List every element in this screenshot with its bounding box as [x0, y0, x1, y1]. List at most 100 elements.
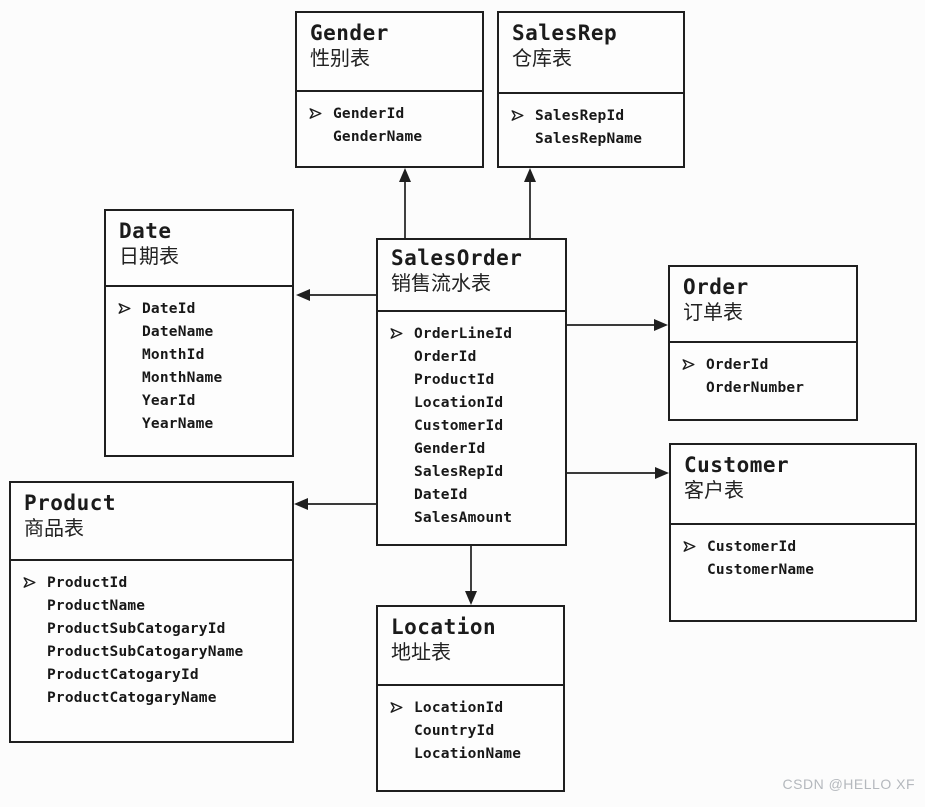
field-list: ProductId ProductName ProductSubCatogary…: [11, 561, 292, 709]
field-row: DateId: [118, 297, 286, 320]
table-title-cn: 销售流水表: [391, 273, 491, 295]
field-name: ProductCatogaryName: [47, 689, 217, 706]
table-title-cn: 商品表: [24, 518, 84, 540]
table-order-header: Order 订单表: [670, 267, 856, 343]
primary-key-icon: [390, 702, 414, 713]
table-salesrep-header: SalesRep 仓库表: [499, 13, 683, 94]
field-row: ProductId: [390, 368, 559, 391]
field-name: LocationId: [414, 394, 504, 411]
field-row: CustomerId: [390, 414, 559, 437]
field-list: GenderId GenderName: [297, 92, 482, 148]
field-row: CustomerId: [683, 535, 909, 558]
field-row: GenderName: [309, 125, 476, 148]
field-name: MonthName: [142, 369, 223, 386]
table-title: SalesOrder: [391, 246, 523, 270]
table-order: Order 订单表 OrderId OrderNumber: [668, 265, 858, 421]
table-title: Customer: [684, 453, 790, 477]
table-title-cn: 仓库表: [512, 48, 572, 70]
field-row: OrderLineId: [390, 322, 559, 345]
connector-salesorder-salesrep: [524, 168, 536, 238]
table-title: Product: [24, 491, 117, 515]
field-name: SalesRepId: [535, 107, 625, 124]
field-name: SalesRepName: [535, 130, 643, 147]
table-customer: Customer 客户表 CustomerId CustomerName: [669, 443, 917, 622]
field-name: GenderId: [333, 105, 405, 122]
field-row: OrderId: [390, 345, 559, 368]
table-title-cn: 性别表: [310, 48, 370, 70]
table-title-cn: 日期表: [119, 246, 179, 268]
table-salesrep: SalesRep 仓库表 SalesRepId SalesRepName: [497, 11, 685, 168]
connector-salesorder-order: [567, 319, 668, 331]
field-row: GenderId: [390, 437, 559, 460]
field-row: CustomerName: [683, 558, 909, 581]
primary-key-icon: [511, 110, 535, 121]
connector-salesorder-customer: [567, 467, 669, 479]
table-title: Date: [119, 219, 172, 243]
field-row: DateId: [390, 483, 559, 506]
field-name: ProductName: [47, 597, 146, 614]
connector-salesorder-product: [294, 498, 376, 510]
field-row: ProductCatogaryId: [23, 663, 286, 686]
field-row: SalesRepId: [511, 104, 677, 127]
field-name: SalesAmount: [414, 509, 513, 526]
primary-key-icon: [118, 303, 142, 314]
table-title: Order: [683, 275, 749, 299]
field-row: ProductSubCatogaryName: [23, 640, 286, 663]
table-date: Date 日期表 DateId DateName MonthId MonthNa…: [104, 209, 294, 457]
field-row: DateName: [118, 320, 286, 343]
field-row: MonthId: [118, 343, 286, 366]
field-name: ProductId: [47, 574, 128, 591]
field-name: LocationName: [414, 745, 522, 762]
field-list: LocationId CountryId LocationName: [378, 686, 563, 765]
field-row: ProductSubCatogaryId: [23, 617, 286, 640]
table-customer-header: Customer 客户表: [671, 445, 915, 525]
table-salesorder-header: SalesOrder 销售流水表: [378, 240, 565, 312]
table-title: Location: [391, 615, 497, 639]
field-row: OrderNumber: [682, 376, 850, 399]
table-title-cn: 地址表: [391, 642, 451, 664]
field-name: MonthId: [142, 346, 205, 363]
table-salesorder: SalesOrder 销售流水表 OrderLineId OrderId Pro…: [376, 238, 567, 546]
csdn-watermark: CSDN @HELLO XF: [782, 776, 915, 792]
connector-salesorder-date: [296, 289, 376, 301]
primary-key-icon: [390, 328, 414, 339]
connector-salesorder-location: [465, 546, 477, 605]
field-name: OrderNumber: [706, 379, 805, 396]
field-row: YearName: [118, 412, 286, 435]
table-title-cn: 客户表: [684, 480, 744, 502]
field-name: OrderId: [706, 356, 769, 373]
field-row: YearId: [118, 389, 286, 412]
field-row: ProductCatogaryName: [23, 686, 286, 709]
field-row: SalesRepId: [390, 460, 559, 483]
field-name: SalesRepId: [414, 463, 504, 480]
primary-key-icon: [683, 541, 707, 552]
table-location: Location 地址表 LocationId CountryId Locati…: [376, 605, 565, 792]
field-row: MonthName: [118, 366, 286, 389]
field-name: YearName: [142, 415, 214, 432]
field-name: ProductSubCatogaryName: [47, 643, 244, 660]
field-row: CountryId: [390, 719, 557, 742]
field-row: ProductName: [23, 594, 286, 617]
field-row: LocationId: [390, 696, 557, 719]
field-name: DateId: [414, 486, 468, 503]
field-list: SalesRepId SalesRepName: [499, 94, 683, 150]
field-name: CustomerName: [707, 561, 815, 578]
connector-salesorder-gender: [399, 168, 411, 238]
field-list: OrderId OrderNumber: [670, 343, 856, 399]
field-name: GenderName: [333, 128, 423, 145]
field-name: ProductCatogaryId: [47, 666, 199, 683]
table-location-header: Location 地址表: [378, 607, 563, 686]
field-name: CustomerId: [414, 417, 504, 434]
table-title: Gender: [310, 21, 389, 45]
field-row: GenderId: [309, 102, 476, 125]
field-name: OrderLineId: [414, 325, 513, 342]
field-row: LocationId: [390, 391, 559, 414]
primary-key-icon: [23, 577, 47, 588]
table-product-header: Product 商品表: [11, 483, 292, 561]
field-row: ProductId: [23, 571, 286, 594]
field-name: ProductSubCatogaryId: [47, 620, 226, 637]
table-product: Product 商品表 ProductId ProductName Produc…: [9, 481, 294, 743]
table-date-header: Date 日期表: [106, 211, 292, 287]
field-name: CustomerId: [707, 538, 797, 555]
